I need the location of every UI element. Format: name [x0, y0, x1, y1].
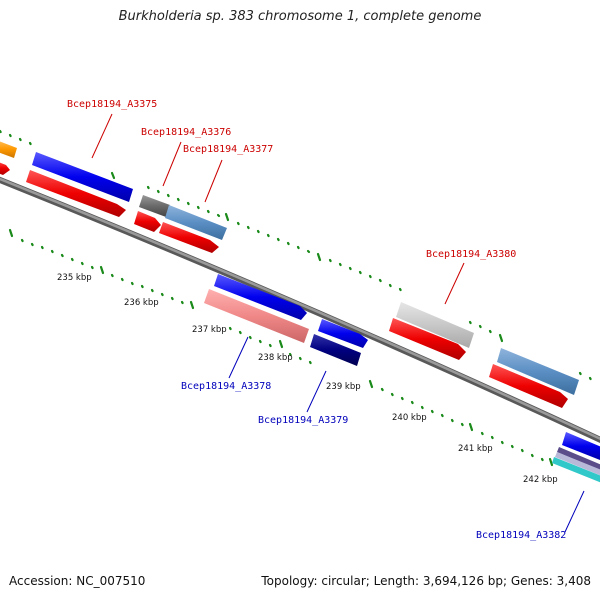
gene-label-a3382[interactable]: Bcep18194_A3382: [476, 530, 566, 541]
gene-feature[interactable]: [562, 432, 600, 460]
scale-label: 238 kbp: [258, 353, 293, 363]
gene-label-a3375[interactable]: Bcep18194_A3375: [67, 99, 157, 110]
map-title: Burkholderia sp. 383 chromosome 1, compl…: [118, 9, 482, 24]
gene-feature[interactable]: [497, 348, 579, 395]
gene-feature[interactable]: [389, 318, 466, 360]
gene-labels: Bcep18194_A3375 Bcep18194_A3376 Bcep1819…: [67, 99, 566, 541]
gene-feature[interactable]: [557, 447, 600, 471]
upper-tick-track: [0, 129, 592, 381]
gene-features: [0, 140, 600, 483]
genome-summary-text: Topology: circular; Length: 3,694,126 bp…: [261, 574, 591, 588]
scale-label: 241 kbp: [458, 444, 493, 454]
scale-label: 242 kbp: [523, 475, 558, 485]
gene-feature-a3379[interactable]: [310, 334, 361, 366]
gene-feature-a3380[interactable]: [396, 302, 474, 348]
gene-feature[interactable]: [26, 170, 126, 217]
lower-tick-track: [8, 228, 554, 467]
gene-feature-a3378[interactable]: [204, 289, 309, 343]
scale-label: 235 kbp: [57, 273, 92, 283]
gene-feature-a3376[interactable]: [139, 195, 170, 217]
gene-feature[interactable]: [0, 161, 10, 175]
chromosome-backbone: [0, 176, 600, 443]
gene-feature[interactable]: [489, 364, 568, 408]
gene-label-a3378[interactable]: Bcep18194_A3378: [181, 381, 271, 392]
gene-feature[interactable]: [134, 211, 161, 232]
accession-text: Accession: NC_007510: [9, 574, 146, 588]
gene-feature[interactable]: [214, 274, 307, 320]
gene-feature[interactable]: [0, 140, 17, 158]
gene-feature[interactable]: [555, 452, 600, 476]
scale-label: 237 kbp: [192, 325, 227, 335]
gene-label-a3376[interactable]: Bcep18194_A3376: [141, 127, 231, 138]
scale-label: 239 kbp: [326, 382, 361, 392]
gene-feature-a3377[interactable]: [165, 205, 227, 240]
gene-label-a3379[interactable]: Bcep18194_A3379: [258, 415, 348, 426]
gene-feature-a3382[interactable]: [552, 457, 600, 483]
label-connectors: [91, 113, 585, 533]
scale-label: 240 kbp: [392, 413, 427, 423]
gene-label-a3377[interactable]: Bcep18194_A3377: [183, 144, 273, 155]
scale-label: 236 kbp: [124, 298, 159, 308]
gene-feature[interactable]: [159, 222, 219, 253]
gene-feature[interactable]: [318, 319, 368, 348]
scale-labels: 235 kbp 236 kbp 237 kbp 238 kbp 239 kbp …: [57, 273, 558, 485]
gene-feature-a3375[interactable]: [32, 152, 133, 202]
gene-label-a3380[interactable]: Bcep18194_A3380: [426, 249, 516, 260]
